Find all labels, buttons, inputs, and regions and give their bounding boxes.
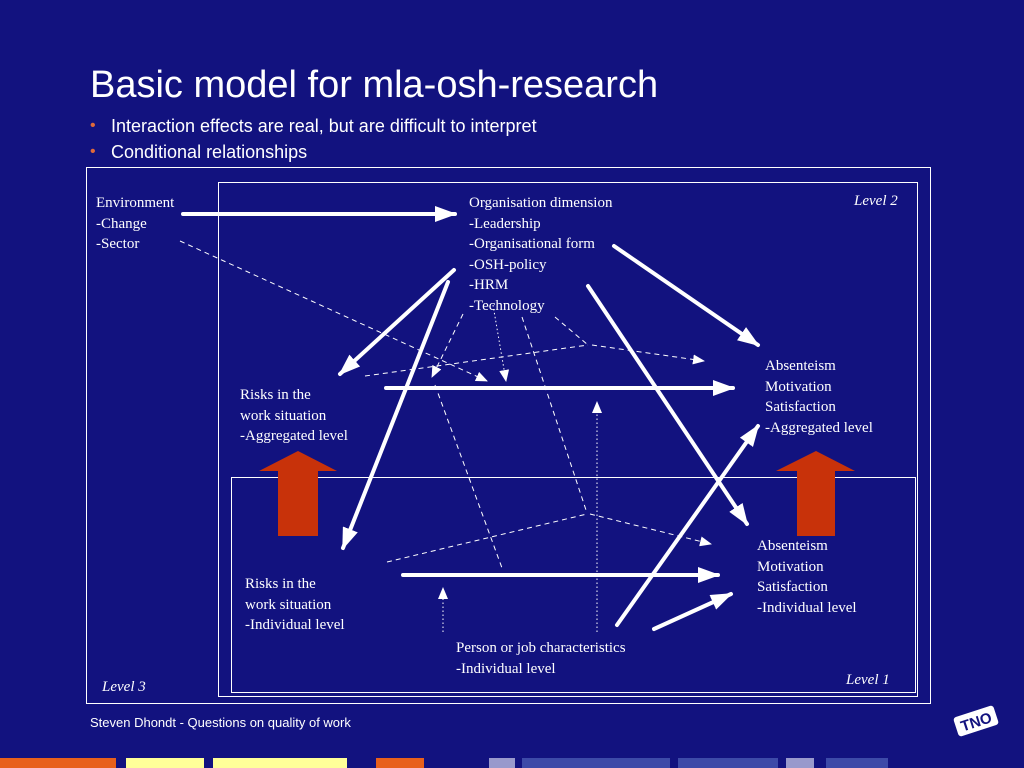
stripe xyxy=(213,758,347,768)
arrow-organisation-to-risks-aggregated xyxy=(338,268,456,376)
organisation-line: -Organisational form xyxy=(469,236,595,252)
outcomes-aggregated-label: Absenteism Motivation Satisfaction -Aggr… xyxy=(765,356,873,438)
level1-frame xyxy=(231,477,916,693)
organisation-line: -Leadership xyxy=(469,215,541,232)
arrow-person-to-outcomes-individual xyxy=(652,592,733,631)
bullet-list: • Interaction effects are real, but are d… xyxy=(90,113,537,165)
risks-individual-line: Risks in the xyxy=(245,576,316,592)
arrow-person-to-outcomes-aggregated xyxy=(615,424,760,627)
stripe xyxy=(0,758,116,768)
outcomes-aggregated-line: Satisfaction xyxy=(765,399,836,415)
footer-text: Steven Dhondt - Questions on quality of … xyxy=(90,715,351,730)
tno-logo-text: TNO xyxy=(959,709,995,735)
stripe xyxy=(786,758,814,768)
risks-individual-line: -Individual level xyxy=(245,617,345,633)
dashed-line-organisation-down-right xyxy=(521,316,588,514)
arrow-organisation-to-outcomes-individual xyxy=(586,284,749,526)
risks-aggregated-line: -Aggregated level xyxy=(240,428,348,444)
stripe xyxy=(126,758,204,768)
organisation-line: -OSH-policy xyxy=(469,256,547,273)
level2-label: Level 2 xyxy=(854,193,898,209)
outcomes-individual-line: Motivation xyxy=(757,558,824,575)
level2-frame xyxy=(218,182,918,697)
organisation-line: -HRM xyxy=(469,277,509,293)
person-job-label: Person or job characteristics -Individua… xyxy=(456,638,626,679)
stripe xyxy=(522,758,670,768)
stripe xyxy=(376,758,424,768)
dashed-arrow-technology-interaction xyxy=(431,313,464,378)
bullet-icon: • xyxy=(90,143,96,160)
dashed-line-individual-interaction-left xyxy=(386,513,588,563)
risks-individual-label: Risks in the work situation -Individual … xyxy=(245,574,345,636)
environment-line: -Sector xyxy=(96,236,140,252)
risks-aggregated-label: Risks in the work situation -Aggregated … xyxy=(240,385,348,447)
level3-label: Level 3 xyxy=(102,679,146,695)
risks-aggregated-line: work situation xyxy=(240,407,327,424)
arrow-organisation-to-outcomes-aggregated xyxy=(612,244,760,347)
stripe xyxy=(489,758,515,768)
risks-individual-line: work situation xyxy=(245,596,332,613)
dotted-arrow-technology-interaction xyxy=(492,304,510,382)
outcomes-individual-line: Absenteism xyxy=(757,538,828,554)
bullet-text: Interaction effects are real, but are di… xyxy=(111,116,537,136)
stripe xyxy=(826,758,888,768)
outcomes-individual-label: Absenteism Motivation Satisfaction -Indi… xyxy=(757,536,857,618)
person-job-line: -Individual level xyxy=(456,660,556,677)
outcomes-aggregated-line: Motivation xyxy=(765,378,832,395)
organisation-line: -Technology xyxy=(469,297,545,314)
organisation-dimension-label: Organisation dimension -Leadership -Orga… xyxy=(469,193,612,316)
outcomes-aggregated-line: -Aggregated level xyxy=(765,419,873,436)
bullet-icon: • xyxy=(90,117,96,134)
environment-label: Environment -Change -Sector xyxy=(96,193,174,255)
outcomes-individual-line: -Individual level xyxy=(757,599,857,616)
outcomes-aggregated-line: Absenteism xyxy=(765,358,836,374)
slide-title: Basic model for mla-osh-research xyxy=(90,64,659,106)
tno-logo-badge xyxy=(953,705,999,737)
stripe xyxy=(678,758,778,768)
environment-line: -Change xyxy=(96,215,147,232)
dashed-arrow-individual-interaction-right xyxy=(589,513,712,547)
bullet-text: Conditional relationships xyxy=(111,142,308,162)
dashed-line-aggregated-interaction-left xyxy=(364,344,589,377)
dashed-arrow-aggregated-interaction-right xyxy=(591,344,705,365)
footer-color-stripes xyxy=(0,758,1024,768)
level3-frame xyxy=(86,167,931,704)
bullet-item: • Conditional relationships xyxy=(90,139,537,165)
person-job-line: Person or job characteristics xyxy=(456,640,626,656)
bullet-item: • Interaction effects are real, but are d… xyxy=(90,113,537,139)
level1-label: Level 1 xyxy=(846,672,890,688)
risks-aggregated-line: Risks in the xyxy=(240,387,311,403)
level-up-arrow-risks xyxy=(259,451,337,536)
level-up-arrow-outcomes xyxy=(776,451,855,536)
arrow-organisation-to-risks-individual xyxy=(341,280,450,550)
organisation-line: Organisation dimension xyxy=(469,195,613,211)
outcomes-individual-line: Satisfaction xyxy=(757,579,828,595)
dashed-arrow-environment-interaction xyxy=(179,240,488,382)
tno-logo-icon: TNO xyxy=(953,705,999,737)
dashed-line-technology-right xyxy=(554,316,589,346)
dashed-line-organisation-down-left xyxy=(434,384,503,569)
environment-line: Environment xyxy=(96,195,175,211)
